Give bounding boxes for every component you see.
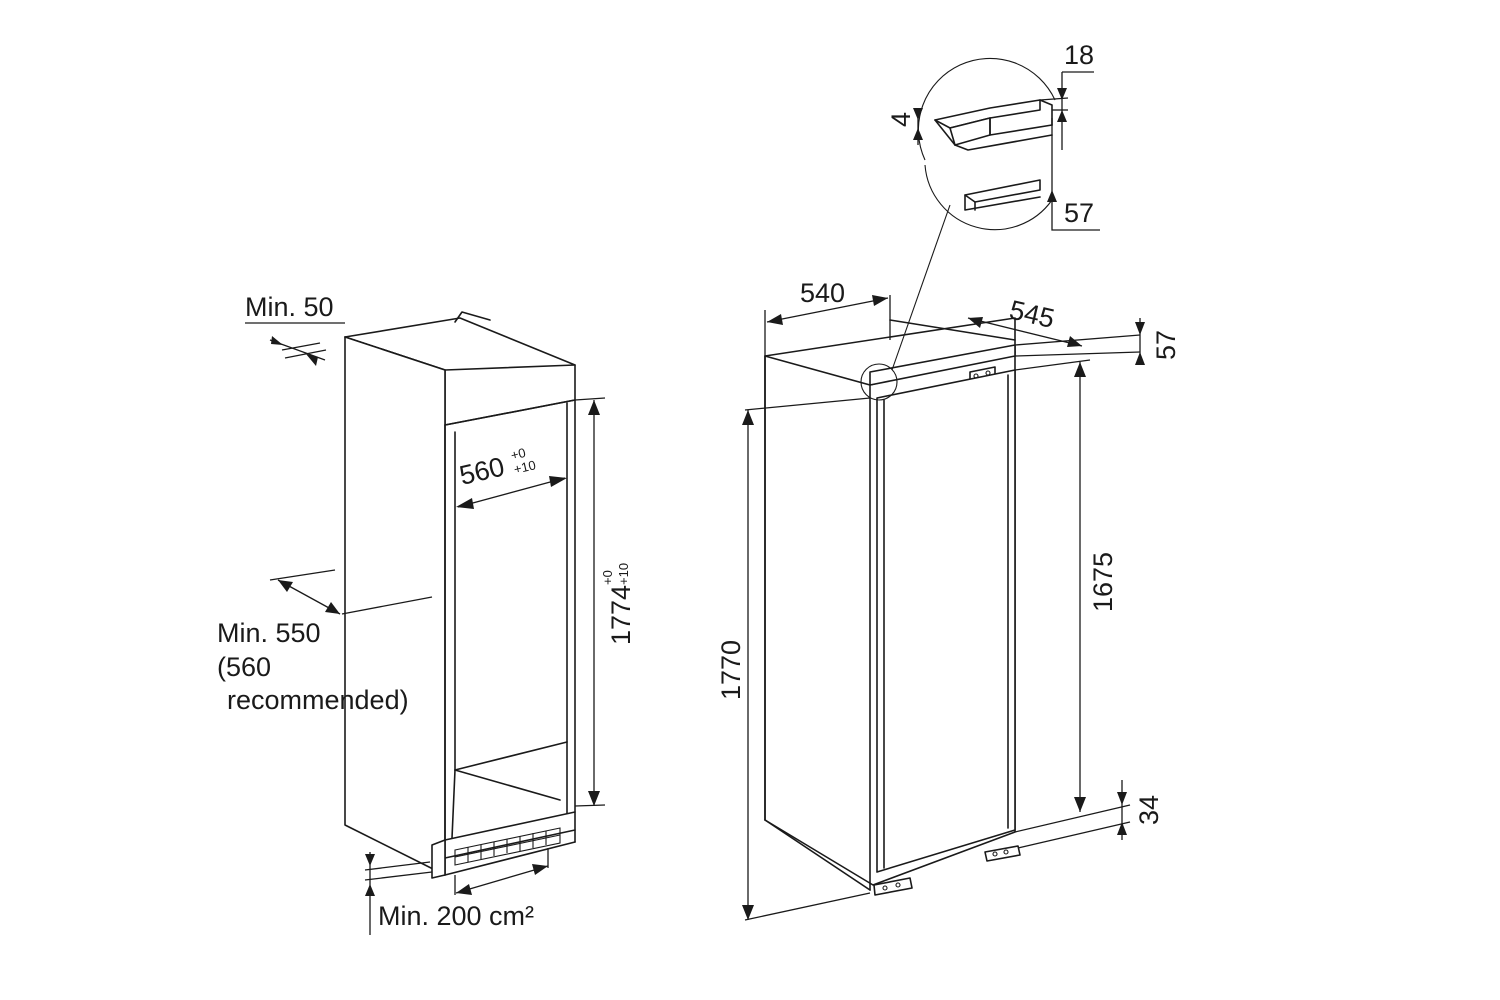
vent-label: Min. 200 cm²: [378, 901, 534, 931]
vent-width-dimension: [454, 848, 549, 895]
depth-label-line1: Min. 550: [217, 618, 321, 648]
vent-grille: [454, 827, 561, 866]
appliance-width-label: 540: [800, 278, 845, 308]
detail-gap-label: 57: [1064, 198, 1094, 228]
detail-top-label: 18: [1064, 40, 1094, 70]
niche-height-label: 1774: [606, 585, 636, 645]
top-offset-dimension: [1135, 318, 1145, 365]
depth-dimension: [269, 569, 433, 615]
plinth-gap-dimension: [364, 852, 433, 935]
niche-height-tol-plus: +0: [600, 570, 615, 585]
total-height-label: 1770: [716, 640, 746, 700]
niche-width-dimension: [456, 476, 567, 509]
depth-label-line2: (560: [217, 652, 271, 682]
detail-view: [913, 57, 1100, 231]
bottom-offset-dimension: [1117, 780, 1127, 840]
top-gap-dimension: [245, 322, 345, 366]
niche-height-tol-minus: +10: [616, 563, 631, 585]
top-offset-label: 57: [1151, 330, 1181, 360]
cabinet-niche: [245, 311, 606, 935]
niche-width-tol-minus: +10: [512, 457, 537, 477]
depth-label-line3: recommended): [227, 685, 409, 715]
appliance-width-dimension: [764, 295, 891, 356]
door-height-label: 1675: [1088, 552, 1118, 612]
detail-left-label: 4: [886, 112, 916, 127]
door-height-dimension: [1014, 359, 1131, 849]
top-gap-label: Min. 50: [245, 292, 334, 322]
niche-width-label: 560: [457, 451, 508, 490]
niche-height-dimension: [574, 397, 606, 807]
appliance-depth-dimension: [967, 317, 1141, 357]
niche-width-tol-plus: +0: [509, 445, 527, 463]
total-height-dimension: [742, 397, 871, 921]
bottom-offset-label: 34: [1134, 795, 1164, 825]
appliance: [742, 204, 1145, 921]
